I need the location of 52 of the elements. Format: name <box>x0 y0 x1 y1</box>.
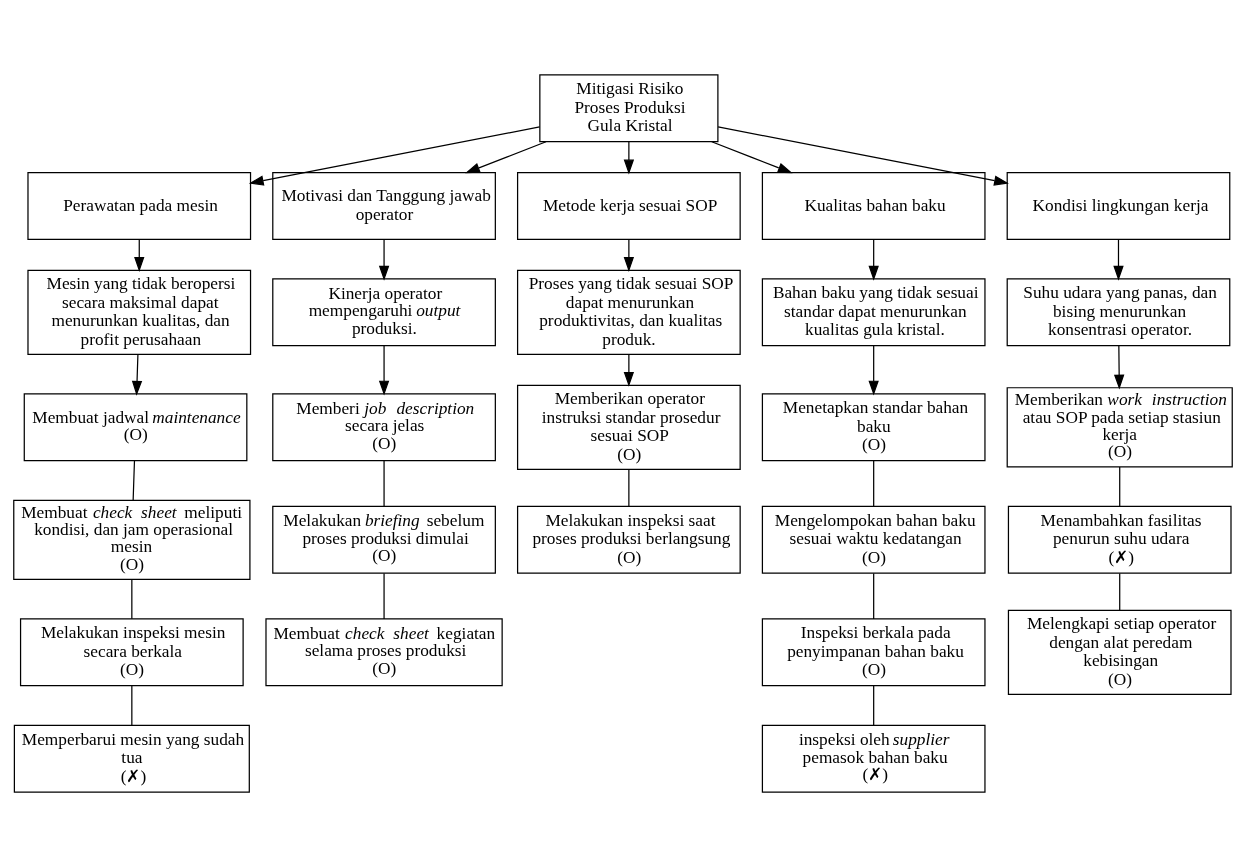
node-box: Metode kerja sesuai SOP <box>517 172 741 240</box>
connector <box>1119 466 1121 507</box>
arrow <box>465 141 547 174</box>
node-box: Inspeksi berkala pada penyimpanan bahan baku (O) <box>761 618 986 687</box>
connector <box>628 468 630 507</box>
connector <box>383 572 385 620</box>
node-box: Bahan baku yang tidak sesuai standar dapat menurunkan kualitas gula kristal. <box>761 278 986 347</box>
arrow <box>623 238 635 272</box>
node-box: Perawatan pada mesin <box>27 172 252 240</box>
connector <box>383 460 385 508</box>
node-box: inspeksi oleh supplier pemasok bahan baku (✗) <box>761 724 986 793</box>
connector <box>131 578 133 620</box>
node-box: Membuat jadwal maintenance (O) <box>23 393 248 462</box>
node-box: Membuat check sheet meliputi kondisi, dan jam operasional mesin (O) <box>13 499 251 580</box>
connector <box>873 685 875 726</box>
connector <box>132 460 136 501</box>
node-box: Melakukan inspeksi mesin secara berkala (O) <box>19 618 244 687</box>
node-box: Melengkapi setiap operator dengan alat peredam kebisingan (O) <box>1007 609 1232 695</box>
arrow <box>623 141 635 175</box>
connector <box>1119 572 1121 611</box>
node-box: Mitigasi Risiko Proses Produksi Gula Kristal <box>539 74 719 143</box>
node-box: Memberi job description secara jelas (O) <box>272 393 496 462</box>
arrow <box>1113 345 1125 390</box>
arrow <box>868 345 879 396</box>
arrow <box>131 353 143 396</box>
node-box: Menetapkan standar bahan baku (O) <box>761 393 986 462</box>
connector <box>873 572 875 620</box>
connector <box>131 685 133 726</box>
node-box: Memberikan work instruction atau SOP pada setiap stasiun kerja (O) <box>1006 387 1233 468</box>
node-box: Melakukan inspeksi saat proses produksi berlangsung (O) <box>517 505 741 574</box>
node-box: Suhu udara yang panas, dan bising menurunkan konsentrasi operator. <box>1006 278 1231 347</box>
arrow <box>1113 238 1124 281</box>
node-box: Mesin yang tidak beropersi secara maksimal dapat menurunkan kualitas, dan profit perusahaan <box>27 269 252 355</box>
node-box: Menambahkan fasilitas penurun suhu udara (✗) <box>1007 505 1232 574</box>
node-box: Melakukan briefing sebelum proses produksi dimulai (O) <box>272 505 496 574</box>
node-box: Mengelompokan bahan baku sesuai waktu kedatangan (O) <box>761 505 986 574</box>
node-box: Kinerja operator mempengaruhi output produksi. <box>272 278 496 347</box>
arrow <box>868 238 879 281</box>
node-box: Motivasi dan Tanggung jawab operator <box>272 172 496 240</box>
arrow <box>623 353 635 387</box>
node-box: Memperbarui mesin yang sudah tua (✗) <box>13 724 250 793</box>
node-box: Memberikan operator instruksi standar prosedur sesuai SOP (O) <box>517 384 741 470</box>
arrow <box>248 126 541 186</box>
node-box: Kondisi lingkungan kerja <box>1006 172 1231 240</box>
arrow <box>717 126 1009 186</box>
node-box: Membuat check sheet kegiatan selama proses produksi (O) <box>265 618 503 687</box>
node-box: Proses yang tidak sesuai SOP dapat menurunkan produktivitas, dan kualitas produk. <box>517 269 741 355</box>
arrow <box>378 238 390 281</box>
connector <box>873 460 875 508</box>
arrow <box>711 141 793 174</box>
arrow <box>378 345 390 396</box>
node-box: Kualitas bahan baku <box>761 172 986 240</box>
